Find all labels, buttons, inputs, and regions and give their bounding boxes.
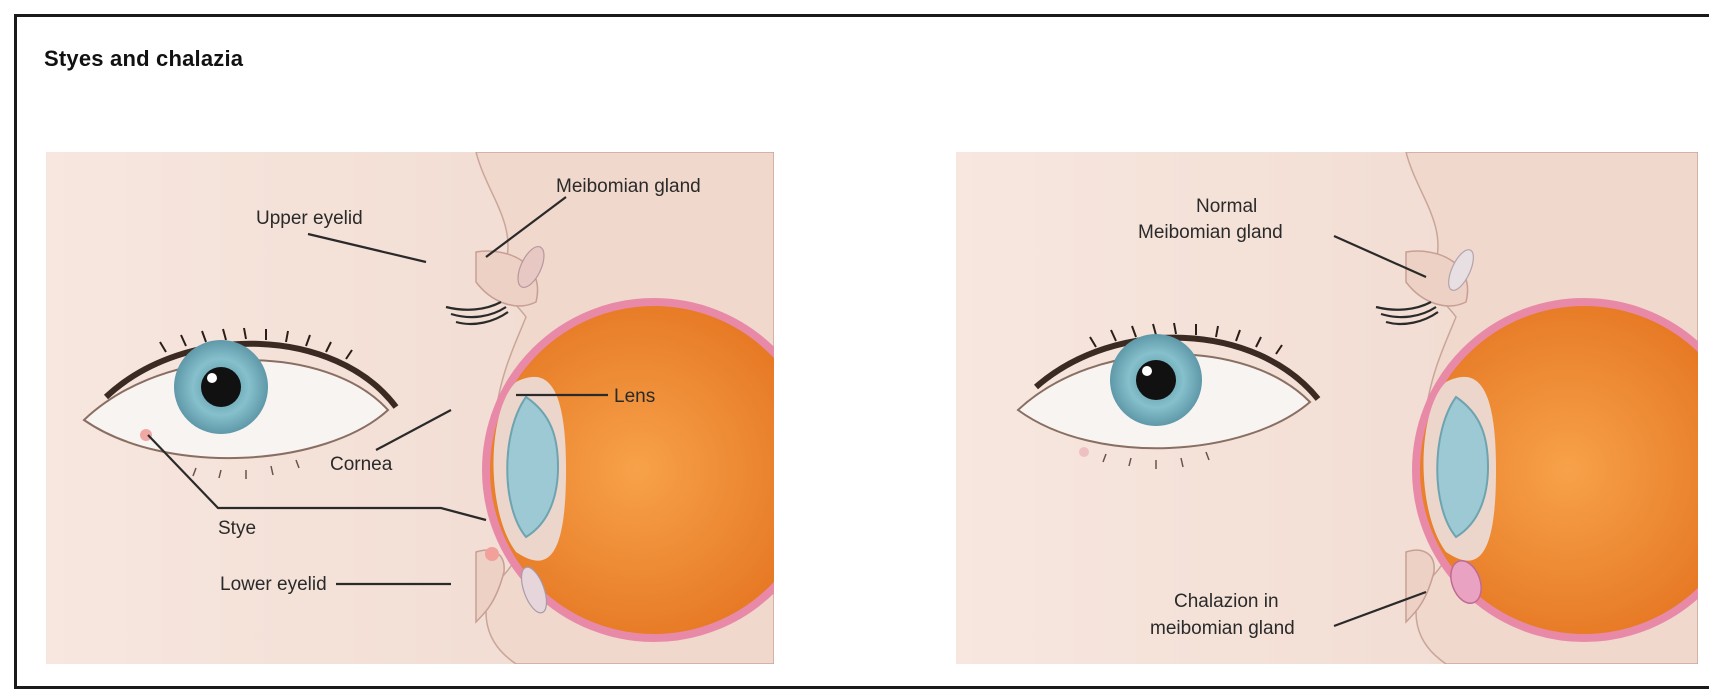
pupil-highlight [207, 373, 217, 383]
pupil [201, 367, 241, 407]
pupil-highlight [1142, 366, 1152, 376]
stye-bump-front [140, 429, 152, 441]
label-upper-eyelid: Upper eyelid [256, 208, 363, 229]
chalazion-illustration: Normal Meibomian gland Chalazion in meib… [956, 152, 1698, 664]
label-lower-eyelid: Lower eyelid [220, 574, 327, 595]
label-meibomian: Meibomian gland [556, 176, 701, 197]
pupil [1136, 360, 1176, 400]
label-chalazion-line1: Chalazion in [1174, 591, 1279, 612]
label-normal-line1: Normal [1196, 196, 1257, 217]
label-normal-line2: Meibomian gland [1138, 222, 1283, 243]
chalazion-front [1079, 447, 1089, 457]
stye-bump-profile [485, 547, 499, 561]
label-cornea: Cornea [330, 454, 393, 475]
figure-title: Styes and chalazia [44, 46, 243, 72]
stye-illustration: Meibomian gland Upper eyelid Lens Cornea… [46, 152, 774, 664]
label-lens: Lens [614, 386, 655, 407]
label-chalazion-line2: meibomian gland [1150, 618, 1295, 639]
label-stye: Stye [218, 518, 256, 539]
